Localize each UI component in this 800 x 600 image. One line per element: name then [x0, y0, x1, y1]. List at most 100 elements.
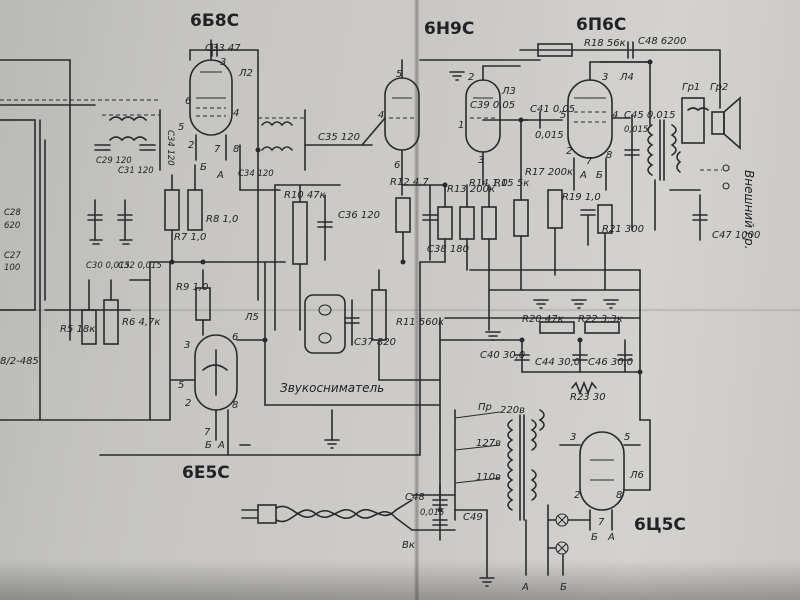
- pin-6-l3: 6: [394, 160, 400, 171]
- lamp-b-label: Б: [560, 582, 567, 593]
- tube-6b8c-l2: 6Б8С Л2 3 4 6 5 2 7 8 Б А: [178, 11, 253, 181]
- c48b-value: 0,015: [420, 508, 444, 518]
- pin-2-l3: 2: [468, 72, 474, 83]
- pin-2-l6: 2: [574, 490, 580, 501]
- pickup-socket: Звукосниматель: [280, 294, 384, 395]
- c35-label: С35 120: [318, 132, 360, 143]
- tube-6e5c-l5: 6Е5С Л5 3 6 5 2 8 7 Б А: [178, 312, 259, 483]
- r20-label: R20 47к: [522, 314, 564, 325]
- r18-label: R18 56к: [584, 38, 626, 49]
- c35b-label: С34 120: [238, 169, 274, 179]
- pin-7-l4: 7: [586, 156, 593, 167]
- resistor-r12-capacitor-c38: R12 4,7 С38 180: [390, 177, 469, 263]
- capacitor-c39: С39 0,05: [470, 100, 529, 121]
- tap-220: 220в: [500, 405, 525, 416]
- paper-fold-vertical: [414, 0, 420, 600]
- c40-label: С40 30,0: [480, 350, 525, 361]
- pin-2-l2: 2: [188, 140, 194, 151]
- switch-label: Вк: [402, 540, 415, 551]
- if-coil-right: С34 120: [238, 109, 306, 191]
- c47-label: С47 1000: [712, 230, 760, 241]
- pin-a-l2: А: [216, 170, 224, 181]
- r7-label: R7 1,0: [174, 232, 206, 243]
- capacitor-c47: С47 1000: [669, 151, 760, 241]
- tube-label-6h9c: 6Н9С: [424, 19, 474, 39]
- tap-127: 127в: [476, 438, 501, 449]
- pin-7-l6: 7: [598, 517, 605, 528]
- r5-label: R5 18к: [60, 324, 95, 335]
- tube-label-6p6c: 6П6С: [576, 15, 626, 35]
- pin-b-l2: Б: [200, 162, 207, 173]
- tube-label-6e5c: 6Е5С: [182, 463, 230, 483]
- pin-5-l4: 5: [560, 110, 566, 121]
- fuse-label: Пр: [478, 402, 492, 413]
- pin-6-l2: 6: [185, 96, 191, 107]
- capacitor-c37-resistor-r11: С37 820 R11 560к: [344, 269, 444, 381]
- resistor-r9: R9 1,0: [176, 269, 211, 336]
- pin-5-l5: 5: [178, 380, 184, 391]
- ref-l5: Л5: [244, 312, 259, 323]
- pickup-label: Звукосниматель: [280, 381, 384, 395]
- r8-label: R8 1,0: [206, 214, 238, 225]
- ref-l3: Л3: [501, 86, 516, 97]
- r12-label: R12 4,7: [390, 177, 429, 188]
- r9-label: R9 1,0: [176, 282, 208, 293]
- tube-label-6b8c: 6Б8С: [190, 11, 239, 31]
- c34-label: С34 120: [165, 130, 175, 166]
- gr1-label: Гр1: [682, 82, 700, 93]
- ref-l2: Л2: [238, 68, 253, 79]
- tube-6h9c-l3: 6Н9С Л3 5 4 6 2 1 3: [378, 19, 516, 196]
- capacitor-c33: С33 47: [189, 43, 259, 57]
- pin-6-l5: 6: [232, 332, 238, 343]
- pin-8-l2: 8: [233, 144, 239, 155]
- capacitors-c30-c32: С30 0,015 С32 0,015: [86, 199, 162, 271]
- power-switch: Вк: [395, 494, 456, 551]
- r6-label: R6 4,7к: [122, 317, 160, 328]
- c27-label: С27: [4, 251, 21, 261]
- feedback-r18-c48: R18 56к С48 6200: [519, 36, 721, 109]
- pin-5-l6: 5: [624, 432, 630, 443]
- ground-symbols: [89, 71, 619, 587]
- dial-lamps: А Б: [521, 504, 591, 593]
- c48b-label: С48: [405, 492, 425, 503]
- r23-label: R23 30: [570, 392, 606, 403]
- r15-label: R15 5к: [494, 178, 529, 189]
- speaker-gr2: Гр2: [710, 82, 741, 150]
- r10-label: R10 47к: [284, 190, 326, 201]
- tube-label-6c5c: 6Ц5С: [634, 515, 686, 535]
- c33-label: С33 47: [205, 43, 241, 54]
- pin-8-l4: 8: [606, 150, 612, 161]
- bottom-shadow: [0, 560, 800, 600]
- left-edge-note: 8/2-485: [0, 356, 39, 367]
- pin-3-l4: 3: [602, 72, 608, 83]
- pin-3-l3: 3: [478, 155, 484, 166]
- pin-5-l3: 5: [396, 69, 402, 80]
- pin-a-l6: А: [607, 532, 615, 543]
- c44-label: С44 30,0: [535, 357, 580, 368]
- resistor-r17-capacitor-c41: С41 0,05 0,015 R17 200к: [513, 104, 575, 291]
- pin-b-l6: Б: [591, 532, 598, 543]
- junction-dots: [169, 59, 653, 513]
- pin-7-l2: 7: [214, 144, 221, 155]
- c30-label: С30 0,015: [86, 261, 130, 271]
- c41-label: С41 0,05: [530, 104, 575, 115]
- c28-value: 620: [4, 221, 20, 231]
- left-section-fragment: С28 620 С27 100 8/2-485: [0, 59, 171, 421]
- gr2-label: Гр2: [710, 82, 728, 93]
- tap-110: 110в: [476, 472, 501, 483]
- output-transformer: [647, 61, 677, 181]
- pin-4-l4: 4: [612, 110, 618, 121]
- tube-6p6c-l4: 6П6С Л4 3 5 4 2 7 8 А Б: [560, 15, 634, 191]
- c38-label: С38 180: [427, 244, 469, 255]
- r14-label: R14 1,0: [469, 178, 508, 189]
- if-coil-left: С29 120 С31 120: [94, 109, 161, 176]
- pin-4-l2: 4: [233, 108, 239, 119]
- r17-label: R17 200к: [525, 167, 573, 178]
- c49-label: С49: [463, 512, 483, 523]
- lamp-a-label: А: [521, 582, 529, 593]
- pin-b-l4: Б: [596, 170, 603, 181]
- c31-label: С31 120: [118, 166, 154, 176]
- ref-l4: Л4: [619, 72, 634, 83]
- c29-label: С29 120: [96, 156, 132, 166]
- c41-value: 0,015: [535, 130, 564, 141]
